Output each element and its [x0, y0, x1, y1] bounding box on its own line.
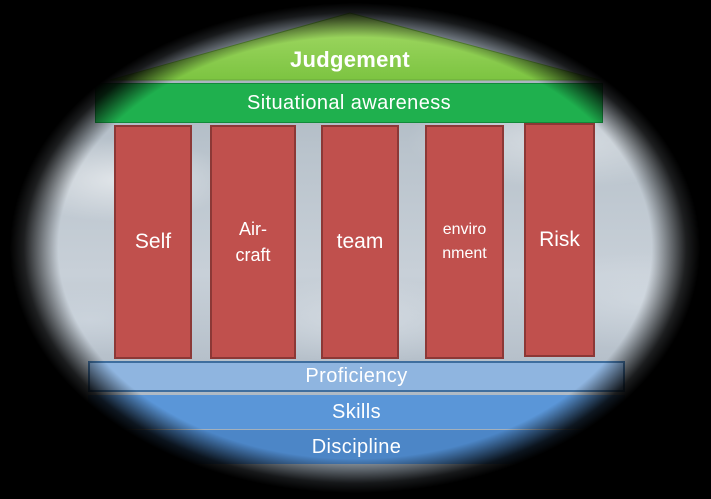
pillar-team-label: team: [336, 230, 384, 253]
pillar-risk: Risk: [524, 123, 595, 357]
pillar-aircraft: Air- craft: [210, 125, 296, 359]
discipline-band: Discipline: [88, 430, 625, 464]
proficiency-band: Proficiency: [88, 361, 625, 392]
skills-band: Skills: [88, 395, 625, 429]
discipline-label: Discipline: [311, 435, 402, 458]
judgement-label: Judgement: [289, 47, 411, 72]
pillar-environment-label: enviro nment: [442, 221, 487, 262]
pillar-team: team: [321, 125, 399, 359]
skills-label: Skills: [331, 400, 382, 423]
situational-awareness-beam: Situational awareness: [95, 83, 603, 123]
proficiency-label: Proficiency: [305, 365, 408, 387]
pillar-self: Self: [114, 125, 192, 359]
situational-awareness-label: Situational awareness: [246, 91, 452, 114]
pillar-risk-label: Risk: [539, 228, 580, 251]
pillar-environment: enviro nment: [425, 125, 504, 359]
pillar-aircraft-label: Air- craft: [235, 219, 271, 265]
pillar-self-label: Self: [134, 230, 172, 253]
